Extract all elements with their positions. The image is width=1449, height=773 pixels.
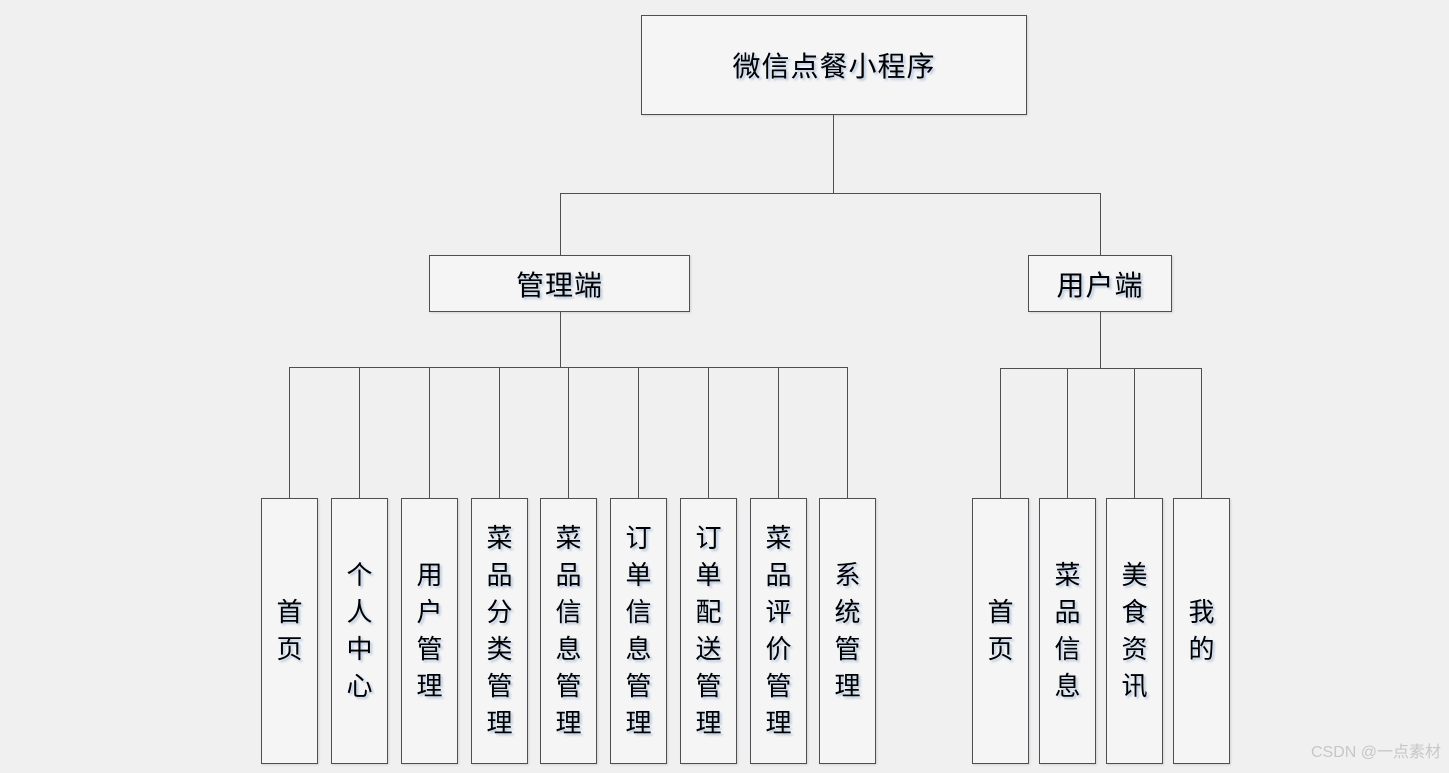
connector-leaf-drop-admin — [429, 367, 430, 498]
leaf-node-admin: 系 统 管 理 — [819, 498, 876, 764]
leaf-node-admin: 用 户 管 理 — [401, 498, 458, 764]
leaf-node-admin: 首 页 — [261, 498, 318, 764]
leaf-node-user: 美 食 资 讯 — [1106, 498, 1163, 764]
connector-level1-bar — [560, 193, 1101, 194]
connector-admin-stem — [560, 312, 561, 367]
connector-leaf-drop-user — [1134, 368, 1135, 498]
leaf-node-admin: 订 单 信 息 管 理 — [610, 498, 667, 764]
leaf-node-user: 首 页 — [972, 498, 1029, 764]
connector-leaf-drop-admin — [568, 367, 569, 498]
connector-leaf-drop-admin — [359, 367, 360, 498]
connector-user-stem — [1100, 312, 1101, 368]
connector-leaf-drop-admin — [499, 367, 500, 498]
leaf-node-admin: 菜 品 分 类 管 理 — [471, 498, 528, 764]
root-node: 微信点餐小程序 — [641, 15, 1027, 115]
branch-node-admin: 管理端 — [429, 255, 690, 312]
connector-leaf-drop-admin — [289, 367, 290, 498]
connector-leaf-drop-admin — [638, 367, 639, 498]
connector-root-stem — [833, 115, 834, 193]
leaf-node-admin: 菜 品 评 价 管 理 — [750, 498, 807, 764]
connector-user-drop — [1100, 193, 1101, 255]
leaf-node-admin: 订 单 配 送 管 理 — [680, 498, 737, 764]
leaf-node-user: 我 的 — [1173, 498, 1230, 764]
connector-user-bar — [1000, 368, 1202, 369]
connector-leaf-drop-admin — [847, 367, 848, 498]
leaf-node-admin: 个 人 中 心 — [331, 498, 388, 764]
leaf-node-admin: 菜 品 信 息 管 理 — [540, 498, 597, 764]
connector-admin-drop — [560, 193, 561, 255]
connector-leaf-drop-admin — [708, 367, 709, 498]
connector-leaf-drop-user — [1000, 368, 1001, 498]
branch-node-user: 用户端 — [1028, 255, 1172, 312]
connector-leaf-drop-user — [1067, 368, 1068, 498]
csdn-watermark: CSDN @一点素材 — [1310, 744, 1441, 761]
connector-leaf-drop-admin — [778, 367, 779, 498]
leaf-node-user: 菜 品 信 息 — [1039, 498, 1096, 764]
connector-leaf-drop-user — [1201, 368, 1202, 498]
